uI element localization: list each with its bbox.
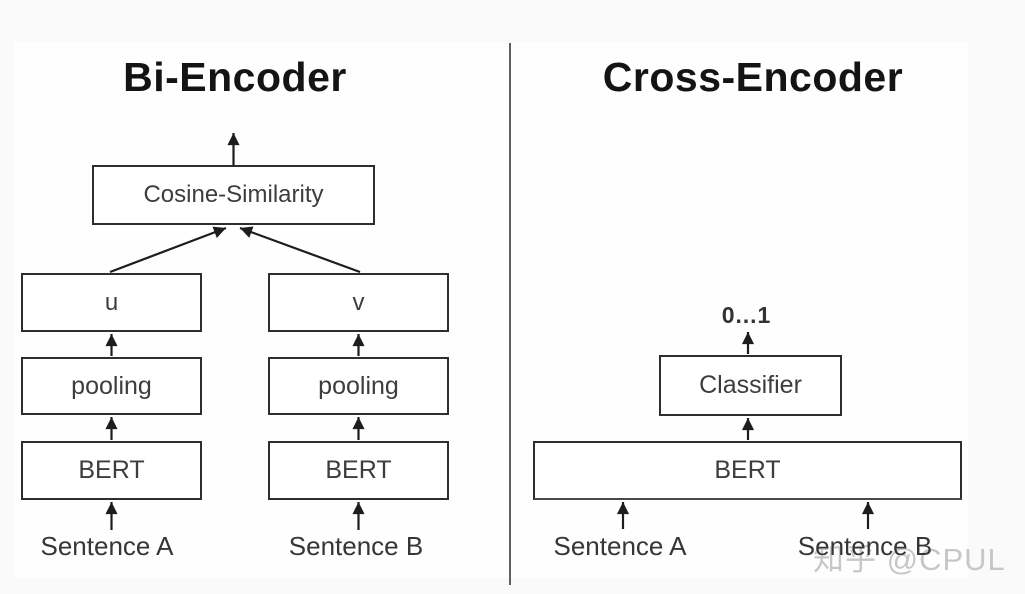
sentence-b-label-bi: Sentence B bbox=[288, 531, 424, 561]
cosine-similarity-box: Cosine-Similarity bbox=[92, 165, 375, 225]
sentence-a-label-cross: Sentence A bbox=[553, 531, 687, 561]
bi-encoder-title: Bi-Encoder bbox=[123, 54, 347, 100]
bert-label: BERT bbox=[325, 456, 392, 484]
pooling-label: pooling bbox=[318, 371, 399, 400]
sentence-a-label-bi: Sentence A bbox=[40, 531, 174, 561]
classifier-box: Classifier bbox=[659, 355, 842, 416]
pooling-box-right: pooling bbox=[268, 357, 449, 415]
classifier-label: Classifier bbox=[699, 371, 802, 399]
output-range-label: 0…1 bbox=[721, 302, 771, 328]
u-embedding-box: u bbox=[21, 273, 202, 332]
cross-encoder-title: Cross-Encoder bbox=[602, 54, 904, 100]
panel-divider-line bbox=[509, 43, 511, 585]
sentence-b-label-cross: Sentence B bbox=[797, 531, 933, 561]
bert-box-right: BERT bbox=[268, 441, 449, 500]
bert-label: BERT bbox=[714, 456, 781, 484]
bert-label: BERT bbox=[78, 456, 145, 484]
site-watermark: 知乎 @CPUL bbox=[813, 542, 1006, 577]
pooling-box-left: pooling bbox=[21, 357, 202, 415]
cosine-similarity-label: Cosine-Similarity bbox=[143, 181, 324, 208]
v-label: v bbox=[352, 288, 365, 316]
u-label: u bbox=[104, 288, 119, 316]
pooling-label: pooling bbox=[71, 371, 152, 400]
bert-box-left: BERT bbox=[21, 441, 202, 500]
v-embedding-box: v bbox=[268, 273, 449, 332]
bert-box-cross: BERT bbox=[533, 441, 962, 500]
